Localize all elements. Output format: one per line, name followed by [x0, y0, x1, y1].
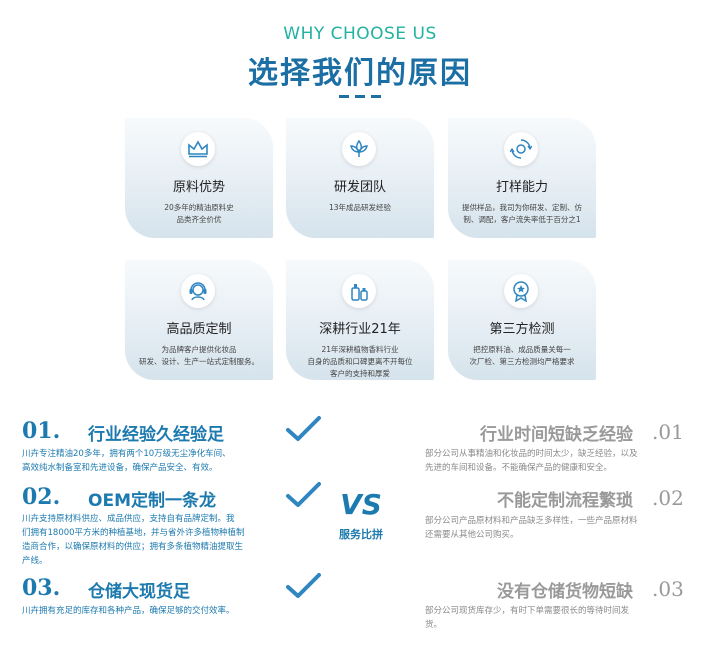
card-desc: 21年深耕植物香料行业 自身的品质和口碑更离不开每位 客户的支持和厚爱: [307, 345, 413, 378]
right-item-number: .03: [652, 577, 684, 601]
right-item-desc: 部分公司产品原材料和产品缺乏多样性，一些产品原材料 还需要从其他公司购买。: [425, 516, 638, 540]
checkmark-icon: [286, 416, 321, 441]
right-item-title: 行业时间短缺乏经验: [480, 425, 633, 445]
card-title: 研发团队: [333, 180, 386, 195]
svg-text:VS: VS: [341, 488, 381, 521]
checkmark-icon: [286, 482, 321, 507]
card-title: 高品质定制: [166, 322, 232, 337]
lotus-icon: [342, 132, 376, 166]
vs-icon: VS: [341, 488, 381, 521]
card-title: 打样能力: [495, 180, 548, 195]
card-desc: 为品牌客户提供化妆品 研发、设计、生产一站式定制服务。: [139, 345, 259, 366]
gear-cycle-icon: [504, 132, 538, 166]
heading-chinese: 选择我们的原因: [248, 56, 472, 91]
award-star-icon: [504, 274, 538, 308]
left-item-number: 03.: [22, 575, 61, 601]
card-title: 深耕行业21年: [319, 322, 401, 337]
card-desc: 把控原料油、成品质量关每一 次厂检、第三方检测均严格要求: [469, 345, 575, 366]
left-item-title: 仓储大现货足: [88, 582, 190, 602]
heading-english: WHY CHOOSE US: [283, 24, 437, 44]
card-custom: 高品质定制 为品牌客户提供化妆品 研发、设计、生产一站式定制服务。: [125, 260, 273, 380]
card-sampling: 打样能力 提供样品，我司为你研发、定制、仿 制、调配，客户流失率低于百分之1: [448, 118, 596, 238]
bottles-icon: [342, 274, 376, 308]
service-person-icon: [181, 274, 215, 308]
vs-label: 服务比拼: [339, 528, 383, 541]
right-item-desc: 部分公司现货库存少，有时下单需要很长的等待时间发 货。: [425, 606, 630, 630]
right-item-desc: 部分公司从事精油和化妆品的时间太少，缺乏经验，以及 先进的车间和设备。不能确保产…: [425, 449, 638, 473]
card-desc: 13年成品研发经验: [328, 203, 392, 212]
crown-icon: [181, 132, 215, 166]
card-raw-material: 原料优势 20多年的精油原料史 品类齐全价优: [125, 118, 273, 238]
card-title: 第三方检测: [489, 322, 555, 337]
left-item-desc: 川卉专注精油20多年，拥有两个10万级无尘净化车间、 高效纯水制备室和先进设备，…: [22, 449, 231, 473]
right-item-number: .02: [652, 486, 684, 510]
left-item-number: 02.: [22, 484, 61, 510]
right-item-title: 没有仓储货物短缺: [497, 582, 633, 602]
left-item-number: 01.: [22, 418, 61, 444]
card-desc: 20多年的精油原料史 品类齐全价优: [164, 203, 234, 224]
left-item-desc: 川卉支持原材料供应、成品供应，支持自有品牌定制。我 们拥有18000平方米的种植…: [22, 514, 245, 566]
right-item-title: 不能定制流程繁琐: [497, 491, 633, 511]
left-item-title: OEM定制一条龙: [88, 491, 216, 511]
card-industry: 深耕行业21年 21年深耕植物香料行业 自身的品质和口碑更离不开每位 客户的支持…: [286, 260, 434, 380]
card-title: 原料优势: [172, 180, 225, 195]
left-item-desc: 川卉拥有充足的库存和各种产品，确保足够的交付效率。: [22, 606, 235, 616]
checkmark-icon: [286, 573, 321, 598]
left-item-title: 行业经验久经验足: [88, 425, 224, 445]
card-testing: 第三方检测 把控原料油、成品质量关每一 次厂检、第三方检测均严格要求: [448, 260, 596, 380]
card-desc: 提供样品，我司为你研发、定制、仿 制、调配，客户流失率低于百分之1: [462, 203, 582, 224]
right-item-number: .01: [652, 420, 684, 444]
card-rd-team: 研发团队 13年成品研发经验: [286, 118, 434, 238]
heading-divider: [339, 95, 381, 98]
